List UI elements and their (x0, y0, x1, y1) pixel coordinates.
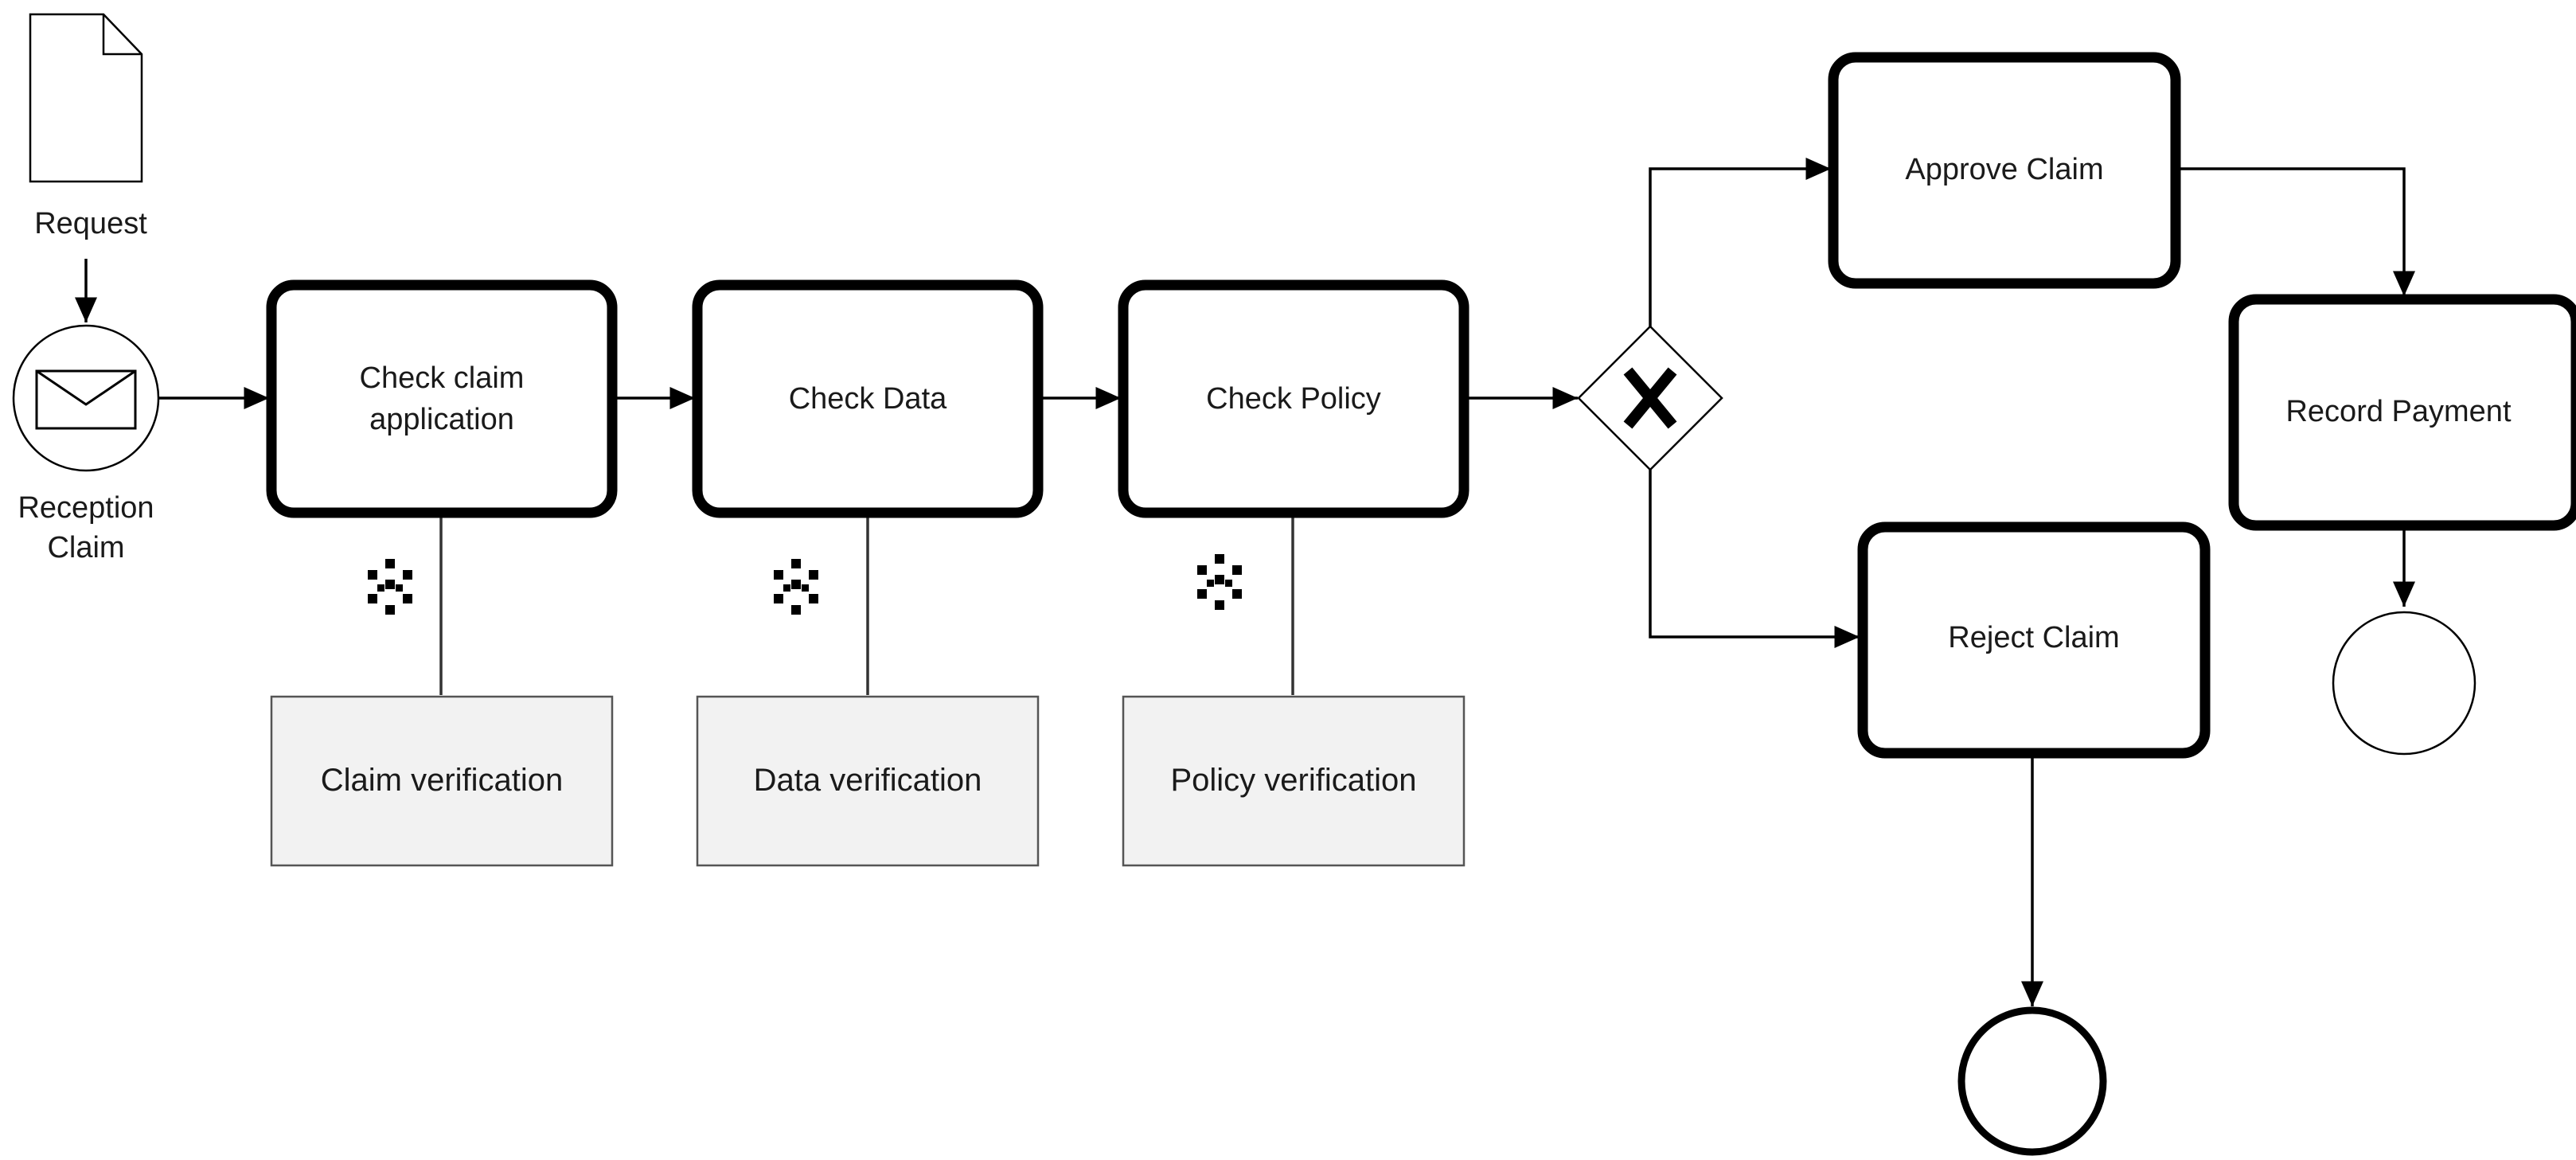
note-label: Policy verification (1170, 763, 1416, 798)
document-icon (29, 13, 143, 183)
request-data-object[interactable]: Request (29, 13, 147, 240)
task-check-policy[interactable]: Check Policy (1118, 279, 1469, 518)
task-reject-claim[interactable]: Reject Claim (1857, 521, 2211, 759)
note-box (270, 695, 614, 867)
document-fold (102, 14, 142, 56)
edge-gateway-reject (1649, 470, 1860, 648)
blockchain-icon (774, 559, 818, 615)
note-data-verification[interactable]: Data verification (696, 695, 1040, 867)
task-check-claim[interactable]: Check claim application (266, 279, 618, 518)
task-label: Check Data (789, 382, 947, 416)
x-icon (1623, 367, 1677, 429)
task-label: Record Payment (2285, 395, 2511, 428)
note-box (696, 695, 1040, 867)
task-label: Reject Claim (1948, 621, 2119, 654)
end-event-reject[interactable] (1957, 1006, 2107, 1156)
task-label: Approve Claim (1905, 153, 2103, 186)
task-approve-claim[interactable]: Approve Claim (1828, 52, 2181, 289)
blockchain-icon (368, 559, 412, 615)
task-label-line1: Check claim (360, 361, 525, 395)
reception-start-event[interactable]: Reception Claim (12, 324, 160, 564)
task-record-payment[interactable]: Record Payment (2228, 294, 2576, 531)
task-box (1828, 52, 2181, 289)
task-check-data[interactable]: Check Data (692, 279, 1044, 518)
note-label: Data verification (754, 763, 982, 798)
note-box (1122, 695, 1466, 867)
note-policy-verification[interactable]: Policy verification (1122, 695, 1466, 867)
task-box (1118, 279, 1469, 518)
exclusive-gateway[interactable] (1577, 325, 1723, 471)
associations (439, 514, 1294, 695)
end-event-record[interactable] (2332, 611, 2476, 756)
edge-approve-record (2179, 167, 2415, 296)
sequence-flows (75, 158, 2415, 1006)
envelope-icon (35, 369, 137, 430)
edge-gateway-approve (1649, 158, 1831, 326)
task-box (1857, 521, 2211, 759)
task-label: Check Policy (1206, 382, 1381, 416)
note-label: Claim verification (321, 763, 564, 798)
reception-label-line2: Claim (47, 531, 124, 564)
task-box (2228, 294, 2576, 531)
task-box (266, 279, 618, 518)
blockchain-icon (1197, 554, 1242, 610)
reception-label-line1: Reception (18, 491, 154, 525)
request-label: Request (34, 207, 147, 240)
task-label-line2: application (369, 403, 514, 436)
note-claim-verification[interactable]: Claim verification (270, 695, 614, 867)
task-box (692, 279, 1044, 518)
